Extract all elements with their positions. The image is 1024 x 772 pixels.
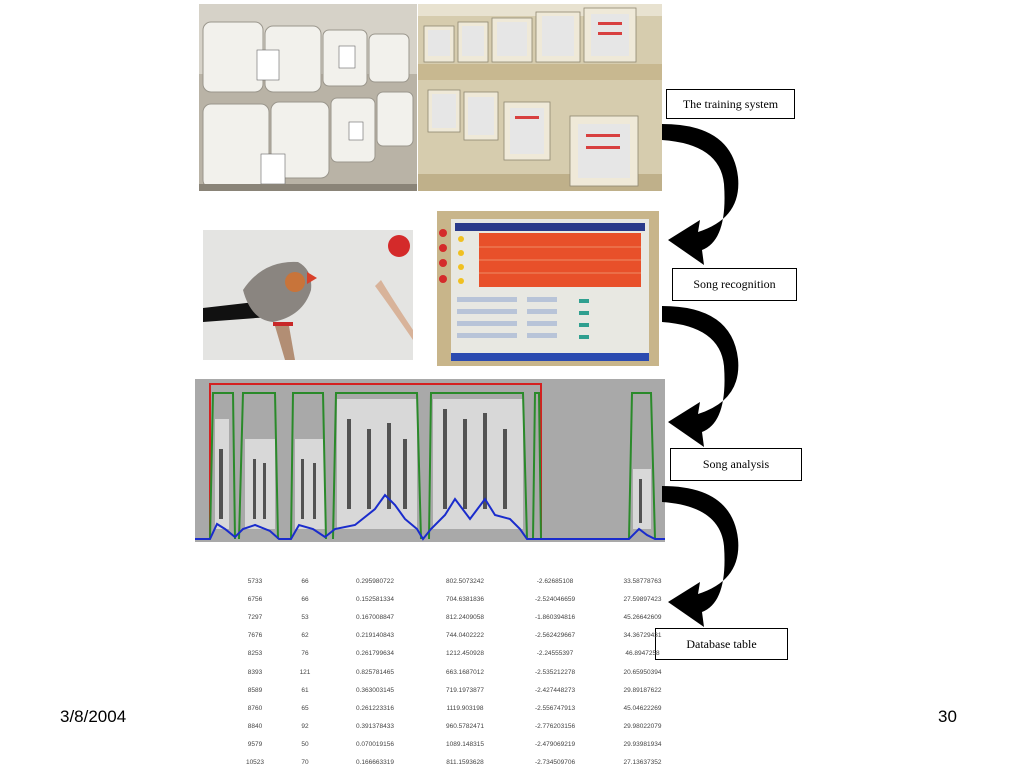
table-cell: 0.825781465 (356, 668, 394, 676)
table-cell: -2.535212278 (534, 668, 576, 676)
table-cell: 1212.450928 (446, 650, 484, 658)
table-row: 5733 66 0.295980722 802.5073242 -2.62685108 3… (230, 572, 685, 590)
table-cell: 8840 (247, 723, 263, 731)
table-cell: 0.219140843 (356, 632, 394, 640)
table-cell: 29.89187622 (623, 686, 662, 694)
table-cell: -2.427448273 (534, 686, 576, 694)
table-cell: 0.363003145 (356, 686, 394, 694)
table-cell: 8253 (247, 650, 263, 658)
table-row: 7297 53 0.167008847 812.2409058 -1.860394816… (230, 608, 685, 626)
curved-arrow-icon (662, 306, 739, 447)
table-cell: 70 (301, 759, 309, 767)
table-cell: 0.261799634 (356, 650, 394, 658)
table-cell: 27.59897423 (623, 595, 662, 603)
song-recognition-label: Song recognition (672, 268, 797, 301)
song-spectrogram-image (195, 379, 665, 542)
table-cell: -2.734509706 (534, 759, 576, 767)
table-row: 8253 76 0.261799634 1212.450928 -2.24555397 4… (230, 645, 685, 663)
table-cell: 66 (301, 577, 309, 585)
curved-arrow-icon (662, 124, 739, 265)
song-recognition-text: Song recognition (693, 277, 776, 291)
table-cell: -2.24555397 (536, 650, 574, 658)
table-cell: 0.295980722 (356, 577, 394, 585)
table-cell: -2.776203156 (534, 723, 576, 731)
table-row: 8760 65 0.261223316 1119.903198 -2.556747913… (230, 699, 685, 717)
table-cell: 812.2409058 (446, 613, 484, 621)
table-cell: 121 (299, 668, 311, 676)
table-cell: 27.13637352 (623, 759, 662, 767)
table-cell: 29.93981934 (623, 741, 662, 749)
database-table: 5733 66 0.295980722 802.5073242 -2.62685108 3… (230, 572, 685, 772)
table-cell: 20.65950394 (623, 668, 662, 676)
slide-page-number: 30 (938, 707, 957, 726)
table-cell: 66 (301, 595, 309, 603)
table-cell: 0.391378433 (356, 723, 394, 731)
database-table-text: Database table (686, 636, 757, 651)
song-analysis-label: Song analysis (670, 448, 802, 481)
table-cell: 7676 (247, 632, 263, 640)
zebra-finch-photo (203, 230, 413, 360)
table-row: 6756 66 0.152581334 704.6381836 -2.524046659… (230, 590, 685, 608)
table-cell: 33.58778763 (623, 577, 662, 585)
table-cell: 811.1593628 (446, 759, 484, 767)
table-cell: -2.524046659 (534, 595, 576, 603)
database-table-label: Database table (655, 628, 788, 660)
table-cell: 5733 (247, 577, 263, 585)
table-cell: 1119.903198 (446, 704, 484, 712)
curved-arrow-icon (662, 486, 739, 627)
table-cell: 8393 (247, 668, 263, 676)
table-cell: 744.0402222 (446, 632, 484, 640)
song-analysis-text: Song analysis (702, 457, 770, 471)
table-cell: 0.152581334 (356, 595, 394, 603)
table-cell: 704.6381836 (446, 595, 484, 603)
table-cell: -2.556747913 (534, 704, 576, 712)
computer-workstations-photo (418, 4, 662, 191)
table-cell: 10523 (245, 759, 265, 767)
training-system-text: The training system (682, 96, 779, 111)
slide-date: 3/8/2004 (60, 707, 127, 726)
table-cell: 29.98022079 (623, 723, 662, 731)
table-cell: 960.5782471 (446, 723, 484, 731)
table-cell: 62 (301, 632, 309, 640)
table-cell: 46.8947258 (625, 650, 660, 658)
table-cell: 8760 (247, 704, 263, 712)
table-cell: -2.62685108 (536, 577, 574, 585)
table-cell: 9579 (247, 741, 263, 749)
table-cell: -2.562429667 (534, 632, 576, 640)
table-cell: 8589 (247, 686, 263, 694)
table-cell: 34.36729431 (623, 632, 662, 640)
table-cell: 76 (301, 650, 309, 658)
sound-isolation-cages-photo (199, 4, 417, 191)
table-cell: 0.167008847 (356, 613, 394, 621)
table-cell: 50 (301, 741, 309, 749)
table-row: 8589 61 0.363003145 719.1973877 -2.427448273… (230, 681, 685, 699)
table-row: 7676 62 0.219140843 744.0402222 -2.562429667… (230, 627, 685, 645)
table-cell: 0.070019156 (356, 741, 394, 749)
table-row: 8840 92 0.391378433 960.5782471 -2.776203156… (230, 718, 685, 736)
song-recognition-monitor-photo (437, 211, 659, 366)
table-cell: 45.04622269 (623, 704, 662, 712)
training-system-label: The training system (666, 89, 795, 119)
table-cell: 92 (301, 723, 309, 731)
table-row: 9579 50 0.070019156 1089.148315 -2.479069219… (230, 736, 685, 754)
table-cell: 7297 (247, 613, 263, 621)
table-cell: 0.166663319 (356, 759, 394, 767)
table-cell: 0.261223316 (356, 704, 394, 712)
table-cell: 1089.148315 (446, 741, 484, 749)
table-cell: -2.479069219 (534, 741, 576, 749)
table-cell: 45.26642609 (623, 613, 662, 621)
table-cell: 61 (301, 686, 309, 694)
table-cell: 663.1687012 (446, 668, 484, 676)
table-cell: 65 (301, 704, 309, 712)
table-cell: 53 (301, 613, 309, 621)
table-cell: 802.5073242 (446, 577, 484, 585)
table-row: 8393 121 0.825781465 663.1687012 -2.53521227… (230, 663, 685, 681)
table-cell: 719.1973877 (446, 686, 484, 694)
table-cell: -1.860394816 (534, 613, 576, 621)
table-cell: 6756 (247, 595, 263, 603)
table-row: 10523 70 0.166663319 811.1593628 -2.73450970… (230, 754, 685, 772)
